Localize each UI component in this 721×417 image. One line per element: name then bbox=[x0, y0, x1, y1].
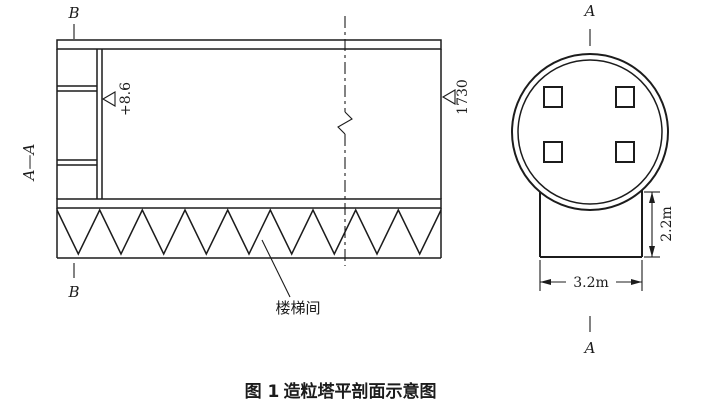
cut-mark-a-bottom: A bbox=[583, 316, 596, 357]
cut-mark-b-bottom: B bbox=[67, 263, 80, 301]
column-square bbox=[543, 86, 563, 108]
column-square bbox=[615, 86, 635, 108]
shaft-landings bbox=[57, 85, 97, 166]
height-dim-label: 1730 bbox=[455, 79, 471, 115]
cut-mark-a-bottom-label: A bbox=[583, 339, 596, 357]
stairwell-box bbox=[539, 190, 643, 258]
cut-mark-a-top: A bbox=[583, 2, 596, 46]
cut-mark-b-bottom-label: B bbox=[67, 283, 79, 301]
cut-mark-b-top-label: B bbox=[67, 4, 79, 22]
interior-columns bbox=[543, 86, 635, 163]
tower-outer-ring bbox=[511, 53, 669, 211]
sawtooth-hatch bbox=[56, 208, 442, 259]
figure-caption: 图 1 造粒塔平剖面示意图 bbox=[245, 381, 437, 402]
column-square bbox=[615, 141, 635, 163]
arrow-down-icon bbox=[649, 246, 655, 257]
top-slab bbox=[56, 39, 442, 50]
height-marker-icon bbox=[441, 89, 456, 105]
height-marker: 1730 bbox=[441, 79, 471, 115]
tower-inner-ring bbox=[517, 59, 663, 205]
width-dimension: 3.2m bbox=[539, 260, 643, 291]
break-line bbox=[337, 16, 353, 266]
column-square bbox=[543, 141, 563, 163]
stairwell-label: 楼梯间 bbox=[275, 299, 320, 317]
dim-text-mask bbox=[566, 272, 616, 289]
arrow-right-icon bbox=[631, 279, 642, 285]
cut-mark-a-top-label: A bbox=[583, 2, 596, 20]
plan-view-a: 2.2m 3.2m A A bbox=[511, 2, 675, 357]
view-label-a-a: A—A bbox=[20, 144, 38, 183]
figure-number: 图 1 bbox=[245, 382, 280, 402]
width-dim-label: 3.2m bbox=[573, 275, 609, 291]
figure-title: 造粒塔平剖面示意图 bbox=[284, 381, 437, 402]
cut-mark-b-top: B bbox=[67, 4, 80, 39]
stairwell-callout: 楼梯间 bbox=[261, 239, 321, 317]
elevation-marker: +8.6 bbox=[101, 82, 134, 116]
arrow-left-icon bbox=[540, 279, 551, 285]
depth-dimension: 2.2m bbox=[644, 191, 675, 258]
zigzag-line bbox=[56, 208, 442, 256]
shaft-wall bbox=[96, 49, 103, 199]
arrow-up-icon bbox=[649, 192, 655, 203]
elevation-label: +8.6 bbox=[118, 82, 134, 116]
bottom-slab bbox=[56, 198, 442, 209]
elevation-marker-icon bbox=[101, 91, 116, 107]
stairwell-leader-line bbox=[261, 239, 291, 298]
section-view-a-a: +8.6 1730 B B A—A 楼梯间 bbox=[20, 4, 471, 317]
depth-dim-label: 2.2m bbox=[659, 206, 675, 242]
